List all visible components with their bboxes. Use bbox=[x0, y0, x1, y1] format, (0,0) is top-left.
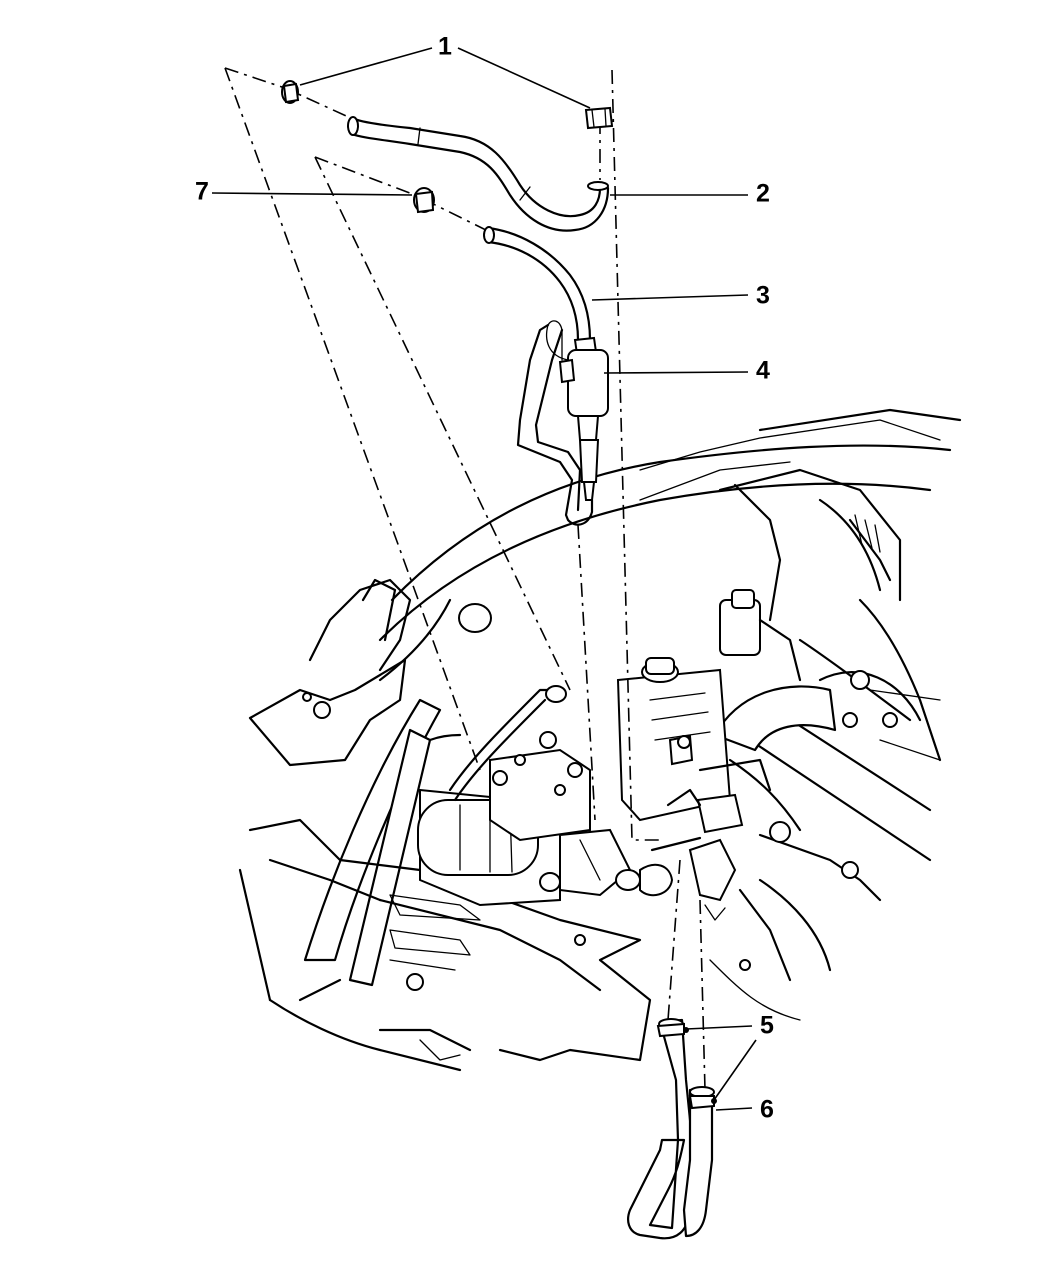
hose-part-5-6 bbox=[627, 1018, 717, 1240]
callout-label-5: 5 bbox=[760, 1011, 774, 1040]
hose-part-3 bbox=[483, 226, 598, 356]
exploded-view-guides bbox=[224, 67, 706, 1091]
steering-gear bbox=[417, 731, 641, 907]
callout-leaders bbox=[211, 47, 757, 1111]
cooler-part-4 bbox=[516, 320, 609, 526]
clamp-part-7 bbox=[413, 187, 435, 214]
callout-label-7: 7 bbox=[195, 177, 209, 206]
callout-label-1: 1 bbox=[438, 32, 452, 61]
callout-label-3: 3 bbox=[756, 281, 770, 310]
callout-label-2: 2 bbox=[756, 179, 770, 208]
callout-label-6: 6 bbox=[760, 1095, 774, 1124]
hose-part-2 bbox=[347, 116, 610, 232]
engine-bay-background bbox=[238, 408, 962, 1072]
clamp-part-1 bbox=[281, 80, 614, 130]
callout-label-4: 4 bbox=[756, 356, 770, 385]
